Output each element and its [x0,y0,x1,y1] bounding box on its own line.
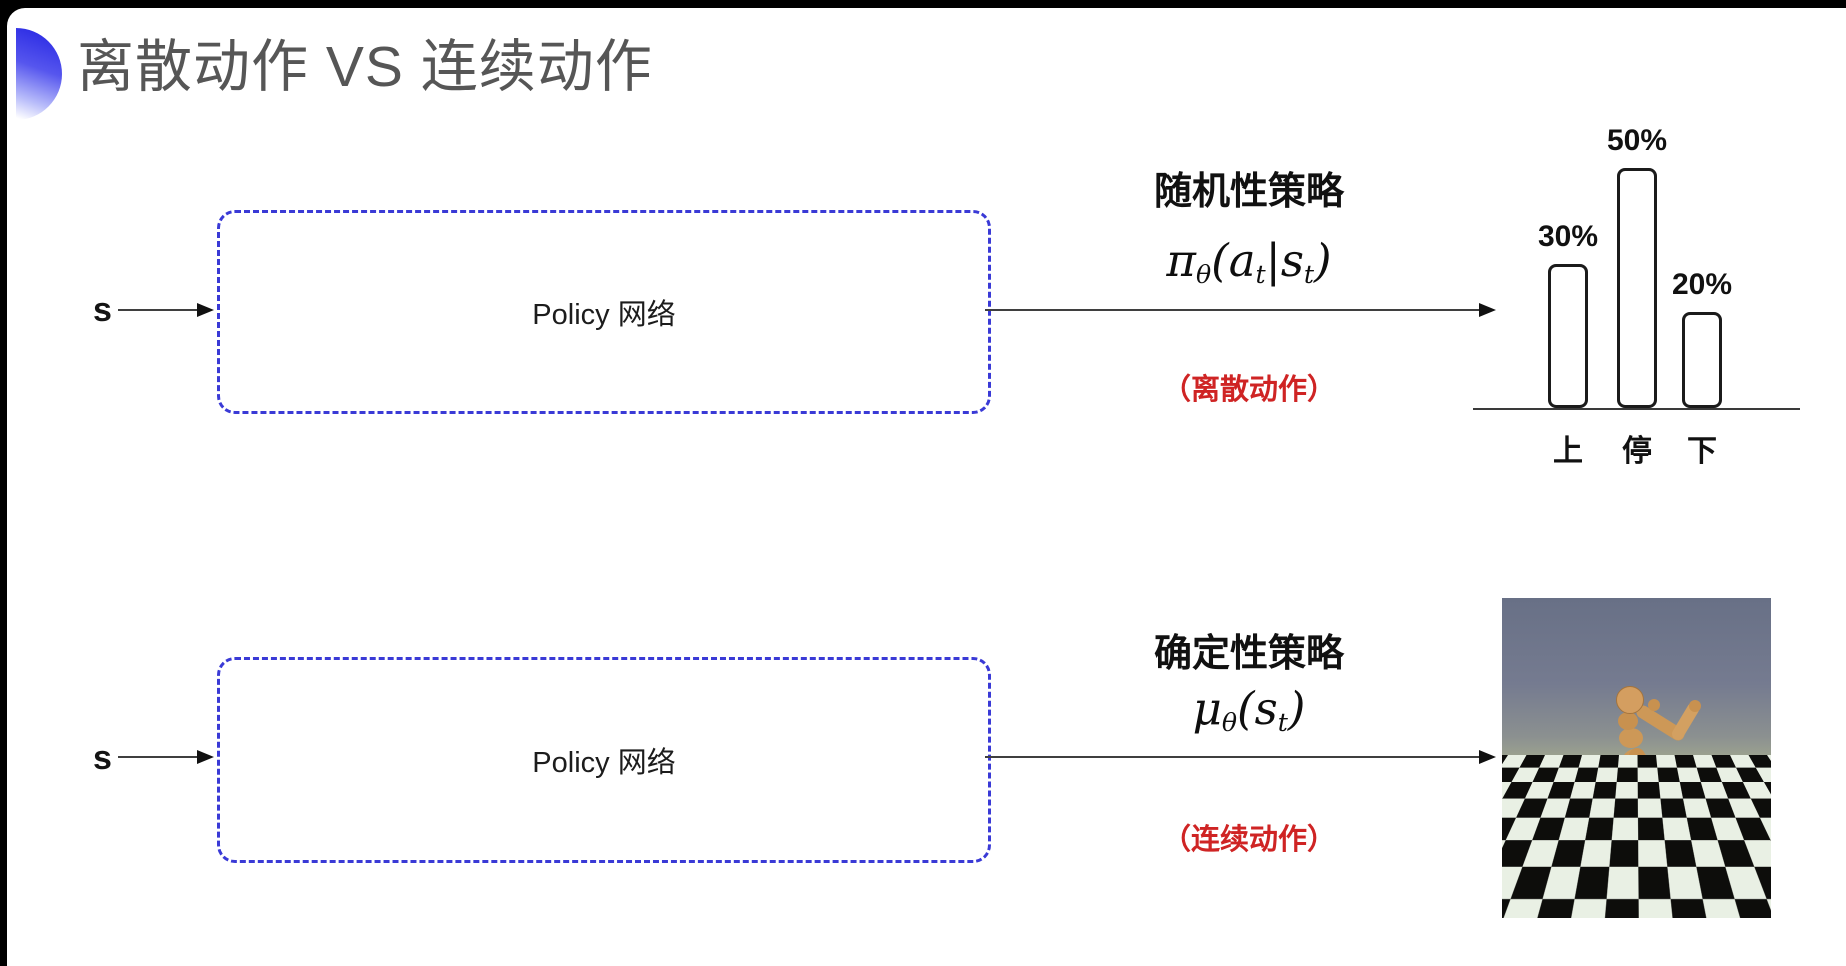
policy-network-box-bottom: Policy 网络 [217,657,991,863]
output-arrow-head-bottom [1479,750,1496,764]
formula-part1-sub: t [1277,708,1288,737]
formula-part1: (s [1237,682,1278,735]
input-arrow-head-bottom [197,750,214,764]
chart-baseline [1473,408,1800,410]
bar-value-label: 50% [1606,124,1668,157]
formula-part2: |s [1265,234,1304,287]
bar-category-label: 下 [1687,435,1717,468]
probability-bar [1682,312,1722,408]
input-arrow-line-bottom [118,756,200,758]
output-arrow-line-bottom [985,756,1481,758]
bar-category-label: 上 [1553,435,1583,468]
formula-part2-sub: t [1303,260,1315,289]
policy-network-label-bottom: Policy 网络 [532,747,676,779]
deterministic-policy-formula: μθ(st) [1119,682,1379,737]
action-type-note-continuous: （连续动作） [1161,824,1336,856]
formula-symbol-sub: θ [1195,260,1212,289]
slide-background: 离散动作 VS 连续动作 s Policy 网络 随机性策略 πθ(at|st)… [7,8,1846,966]
policy-type-label-stochastic: 随机性策略 [1153,171,1344,213]
policy-type-label-deterministic: 确定性策略 [1153,633,1344,675]
state-input-label-bottom: s [93,739,112,777]
bar-category-label: 停 [1622,435,1652,468]
formula-part1: (a [1211,234,1256,287]
probability-bar [1617,168,1657,408]
bar-value-label: 30% [1537,220,1599,253]
page-title: 离散动作 VS 连续动作 [77,35,653,99]
output-arrow-head-top [1479,303,1496,317]
bar-value-label: 20% [1671,268,1733,301]
probability-bar [1548,264,1588,408]
formula-part1-sub: t [1255,260,1266,289]
input-arrow-head-top [197,303,214,317]
action-type-note-discrete: （离散动作） [1161,374,1336,406]
formula-symbol-sub: θ [1221,708,1238,737]
action-probability-chart: 30% 上 50% 停 20% 下 [1473,108,1807,468]
simulation-sky [1502,598,1771,755]
formula-close: ) [1314,234,1332,287]
humanoid-simulation-image [1502,598,1771,918]
policy-network-box-top: Policy 网络 [217,210,991,414]
policy-network-label-top: Policy 网络 [532,299,676,331]
output-arrow-line-top [985,309,1481,311]
formula-close: ) [1287,682,1306,735]
formula-symbol: μ [1192,682,1222,735]
title-bullet-icon [16,28,62,120]
state-input-label-top: s [93,291,112,329]
humanoid-robot-figure [1588,686,1701,910]
formula-symbol: π [1166,234,1196,287]
input-arrow-line-top [118,309,200,311]
stochastic-policy-formula: πθ(at|st) [1119,234,1379,289]
